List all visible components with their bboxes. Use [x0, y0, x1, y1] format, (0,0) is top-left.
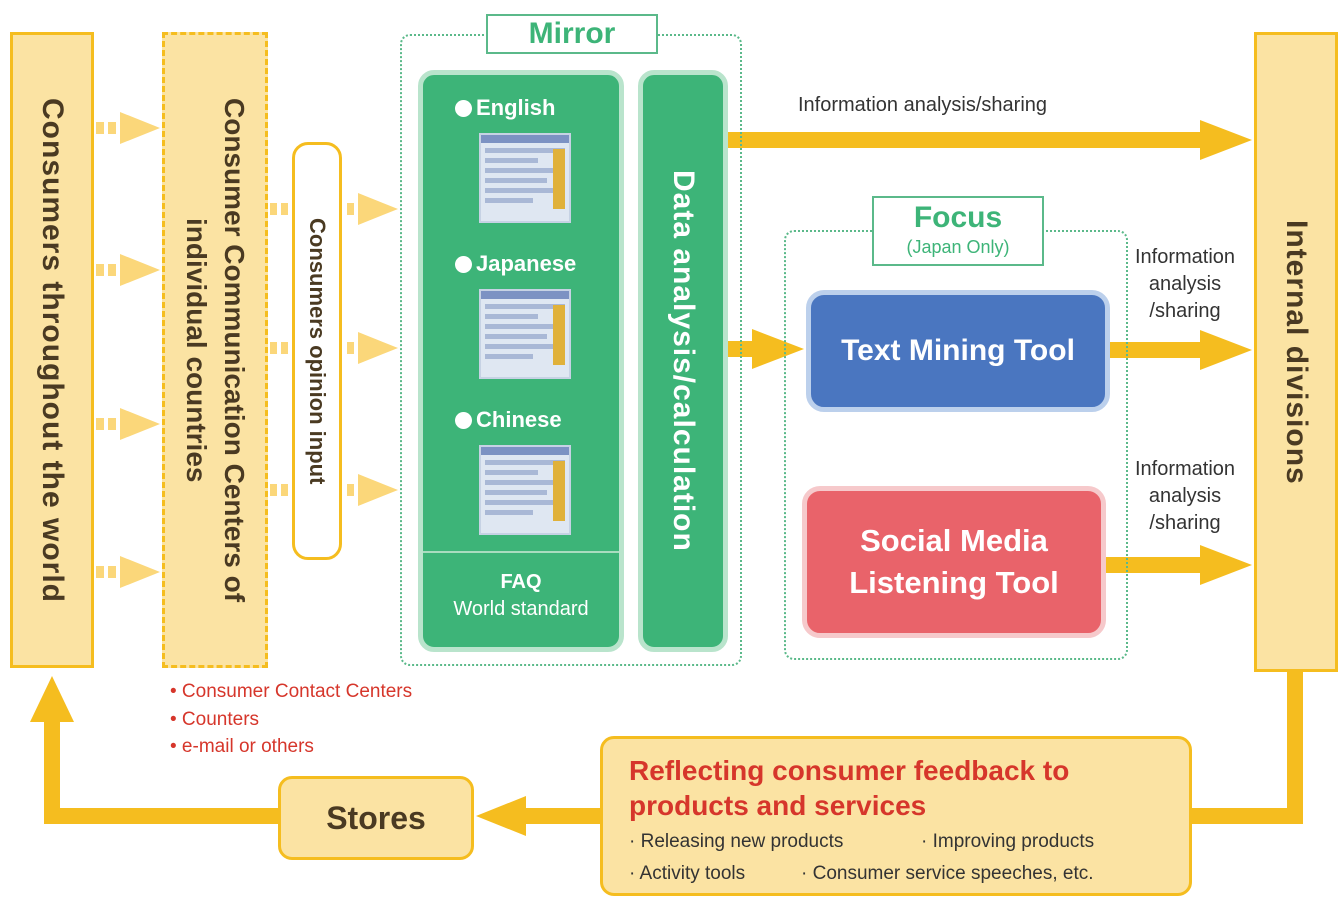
side-label-text-mining: Information analysis /sharing [1134, 246, 1236, 322]
bullet-icon [455, 255, 472, 273]
arrow-stores-to-consumers [30, 676, 280, 824]
language-english: English [455, 95, 555, 121]
reflecting-item: · Consumer service speeches, etc. [801, 863, 1094, 884]
opinion-input-box: Consumers opinion input [292, 142, 342, 560]
mirror-title: Mirror [528, 17, 616, 50]
language-label: Japanese [476, 251, 577, 276]
contact-list-item: • Consumer Contact Centers [170, 681, 413, 702]
reflecting-item: · Releasing new products [629, 831, 844, 852]
contact-list-item: • e-mail or others [170, 736, 314, 758]
faq-title: FAQ [500, 571, 542, 593]
centers-label: Consumer Communication Centers of indivi… [181, 97, 250, 603]
mirror-title-box: Mirror [486, 14, 658, 54]
faq-block: FAQ World standard [423, 571, 619, 621]
language-chinese: Chinese [455, 407, 562, 433]
language-japanese: Japanese [455, 251, 576, 277]
text-mining-tool-box: Text Mining Tool [806, 290, 1110, 412]
text-mining-tool-label: Text Mining Tool [841, 334, 1075, 367]
language-label: English [476, 95, 556, 120]
focus-title-box: Focus (Japan Only) [872, 196, 1044, 266]
opinion-input-label: Consumers opinion input [305, 217, 330, 485]
internal-divisions-label: Internal divisions [1280, 219, 1313, 485]
arrow-analysis-to-internal [726, 120, 1252, 160]
english-screenshot-thumbnail [479, 133, 571, 223]
mirror-language-panel: English Japanese Chinese FAQ World stand… [418, 70, 624, 652]
dashed-arrows-centers-to-input [270, 203, 288, 496]
arrow-internal-to-reflecting [1192, 668, 1303, 824]
faq-divider [423, 551, 619, 553]
arrow-reflecting-to-stores [476, 796, 602, 836]
side-label-social-media: Information analysis /sharing [1134, 458, 1236, 534]
top-arrow-label: Information analysis/sharing [798, 94, 1048, 116]
arrow-social-to-internal [1106, 545, 1252, 585]
stores-label: Stores [326, 799, 426, 836]
data-analysis-box: Data analysis/calculation [638, 70, 728, 652]
dashed-arrows-input-to-mirror [347, 193, 398, 506]
chinese-screenshot-thumbnail [479, 445, 571, 535]
consumers-label: Consumers throughout the world [36, 97, 69, 603]
focus-title: Focus [913, 201, 1003, 234]
contact-list: • Consumer Contact Centers • Counters • … [170, 678, 510, 761]
social-media-tool-label: Social Media Listening Tool [849, 523, 1059, 600]
contact-list-item: • Counters [170, 708, 260, 730]
reflecting-item: · Activity tools [629, 863, 746, 884]
internal-divisions-box: Internal divisions [1254, 32, 1338, 672]
stores-box: Stores [278, 776, 474, 860]
faq-subtitle: World standard [453, 598, 589, 620]
reflecting-feedback-box: Reflecting consumer feedback to products… [600, 736, 1192, 896]
bullet-icon [455, 99, 472, 117]
focus-subtitle: (Japan Only) [906, 237, 1010, 257]
social-media-tool-box: Social Media Listening Tool [802, 486, 1106, 638]
reflecting-title: Reflecting consumer feedback to products… [629, 755, 1070, 821]
arrow-textmining-to-internal [1110, 330, 1252, 370]
japanese-screenshot-thumbnail [479, 289, 571, 379]
bullet-icon [455, 411, 472, 429]
language-label: Chinese [476, 407, 562, 432]
reflecting-item: · Improving products [921, 831, 1095, 852]
dashed-arrows-consumers-to-centers [96, 112, 160, 588]
data-analysis-label: Data analysis/calculation [667, 170, 700, 552]
centers-box: Consumer Communication Centers of indivi… [162, 32, 268, 668]
consumers-box: Consumers throughout the world [10, 32, 94, 668]
